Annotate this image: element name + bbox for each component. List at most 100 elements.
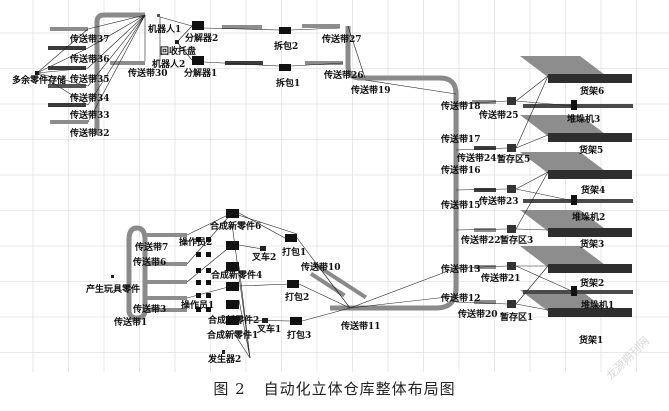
conveyor-37 — [50, 27, 88, 31]
flow-link — [231, 329, 251, 359]
label-pack-1: 打包1 — [282, 248, 307, 258]
compose-station — [226, 282, 239, 291]
label-conveyor-23: 传送带23 — [479, 197, 519, 207]
label-conveyor-19: 传送带19 — [351, 86, 391, 96]
flow-link — [515, 228, 549, 231]
conveyor-lower-a — [225, 61, 263, 65]
flow-link — [515, 75, 549, 102]
conveyor-loop-top — [94, 12, 145, 135]
conveyor-34 — [48, 84, 86, 88]
stacker-crane — [571, 100, 577, 110]
pack-1-node — [285, 234, 297, 242]
flow-link — [515, 303, 549, 311]
label-rack-4: 货架4 — [581, 186, 606, 196]
label-operator-2: 操作员2 — [179, 238, 213, 248]
label-conveyor-32: 传送带32 — [70, 129, 110, 139]
conveyor-10b — [309, 272, 346, 298]
label-rack-5: 货架5 — [579, 146, 604, 156]
label-conveyor-34: 传送带34 — [70, 94, 110, 104]
label-conveyor-24: 传送带24 — [457, 154, 497, 164]
label-compose-4: 合成新零件4 — [211, 271, 263, 281]
operator-station — [206, 293, 211, 298]
compose-station — [226, 300, 239, 309]
operator-station — [196, 280, 201, 285]
label-toy-source: 产生玩具零件 — [86, 285, 141, 295]
buffer-3-node — [507, 225, 516, 233]
conveyor-33 — [48, 103, 86, 107]
flow-link — [515, 75, 549, 149]
operator-station — [196, 252, 201, 257]
operator-station — [206, 280, 211, 285]
conveyor-10 — [312, 262, 367, 300]
operator-station — [206, 307, 211, 312]
generator-2-node — [222, 350, 225, 354]
compose-station — [226, 209, 239, 218]
surplus-conveyor-group — [35, 12, 146, 135]
stacker-rail — [523, 199, 633, 203]
label-stacker-2: 堆垛机2 — [572, 213, 606, 223]
label-forklift-1: 叉车1 — [257, 325, 282, 335]
flow-link — [515, 188, 575, 202]
caption-number: 图 2 — [213, 380, 246, 398]
buffer-group — [472, 97, 516, 308]
flow-link — [186, 285, 233, 299]
conveyor-upper-a — [222, 25, 262, 29]
flow-link — [186, 212, 233, 265]
label-conveyor-27: 传送带27 — [322, 35, 362, 45]
label-conveyor-33: 传送带33 — [70, 111, 110, 121]
label-conveyor-6: 传送带6 — [133, 258, 167, 268]
label-decomposer-1: 分解器1 — [184, 69, 218, 79]
work-stations — [186, 209, 291, 359]
label-surplus-storage: 多余零件存储 — [12, 76, 67, 86]
buffer-1-node — [507, 300, 516, 308]
flow-link — [515, 100, 575, 107]
label-conveyor-16: 传送带16 — [441, 166, 481, 176]
label-stacker-1: 堆垛机1 — [581, 301, 615, 311]
rack-body — [548, 264, 632, 273]
toy-source-node — [111, 275, 114, 278]
label-conveyor-26: 传送带26 — [324, 71, 364, 81]
conveyor-27-drop — [347, 25, 366, 79]
conveyor-19-path — [330, 26, 459, 311]
label-conveyor-3: 传送带3 — [133, 305, 167, 315]
decomposer-1-node — [192, 56, 204, 65]
label-conveyor-21: 传送带21 — [481, 274, 521, 284]
conveyor-2 — [147, 308, 187, 312]
operator-station — [196, 307, 201, 312]
conveyor-36 — [48, 46, 86, 50]
flow-link — [455, 228, 508, 231]
conveyor-26 — [305, 61, 343, 65]
label-conveyor-11: 传送带11 — [341, 322, 381, 332]
label-buffer-5: 暂存区5 — [497, 155, 531, 165]
label-rack-3: 货架3 — [580, 240, 605, 250]
disassembly-group — [157, 14, 344, 71]
label-compose-1: 合成新零件1 — [207, 331, 259, 341]
flow-link — [515, 171, 549, 230]
buffer-top — [507, 97, 516, 105]
flow-link — [238, 283, 291, 287]
stacker-crane — [571, 286, 577, 296]
compose-station — [226, 316, 239, 325]
operator-station — [206, 268, 211, 273]
label-conveyor-30: 传送带30 — [128, 69, 168, 79]
rack-body — [548, 308, 632, 317]
flow-link — [455, 301, 508, 305]
decomposer-2-node — [192, 21, 204, 30]
flow-link — [515, 171, 549, 190]
label-stacker-3: 堆垛机3 — [567, 115, 601, 125]
label-conveyor-18: 传送带18 — [441, 102, 481, 112]
label-conveyor-7: 传送带7 — [135, 243, 169, 253]
conveyor-6 — [147, 262, 187, 266]
pack-3-node — [290, 317, 302, 325]
rack-body — [548, 170, 632, 179]
flow-link — [455, 147, 508, 151]
label-conveyor-20: 传送带20 — [458, 310, 498, 320]
label-rack-6: 货架6 — [580, 87, 605, 97]
conveyor-23 — [474, 188, 496, 192]
label-forklift-2: 叉车2 — [252, 253, 277, 263]
label-conveyor-1: 传送带1 — [114, 318, 148, 328]
rack-body — [548, 133, 632, 142]
pack-2-node — [287, 280, 299, 288]
operator-station — [206, 252, 211, 257]
compose-station — [226, 262, 239, 271]
